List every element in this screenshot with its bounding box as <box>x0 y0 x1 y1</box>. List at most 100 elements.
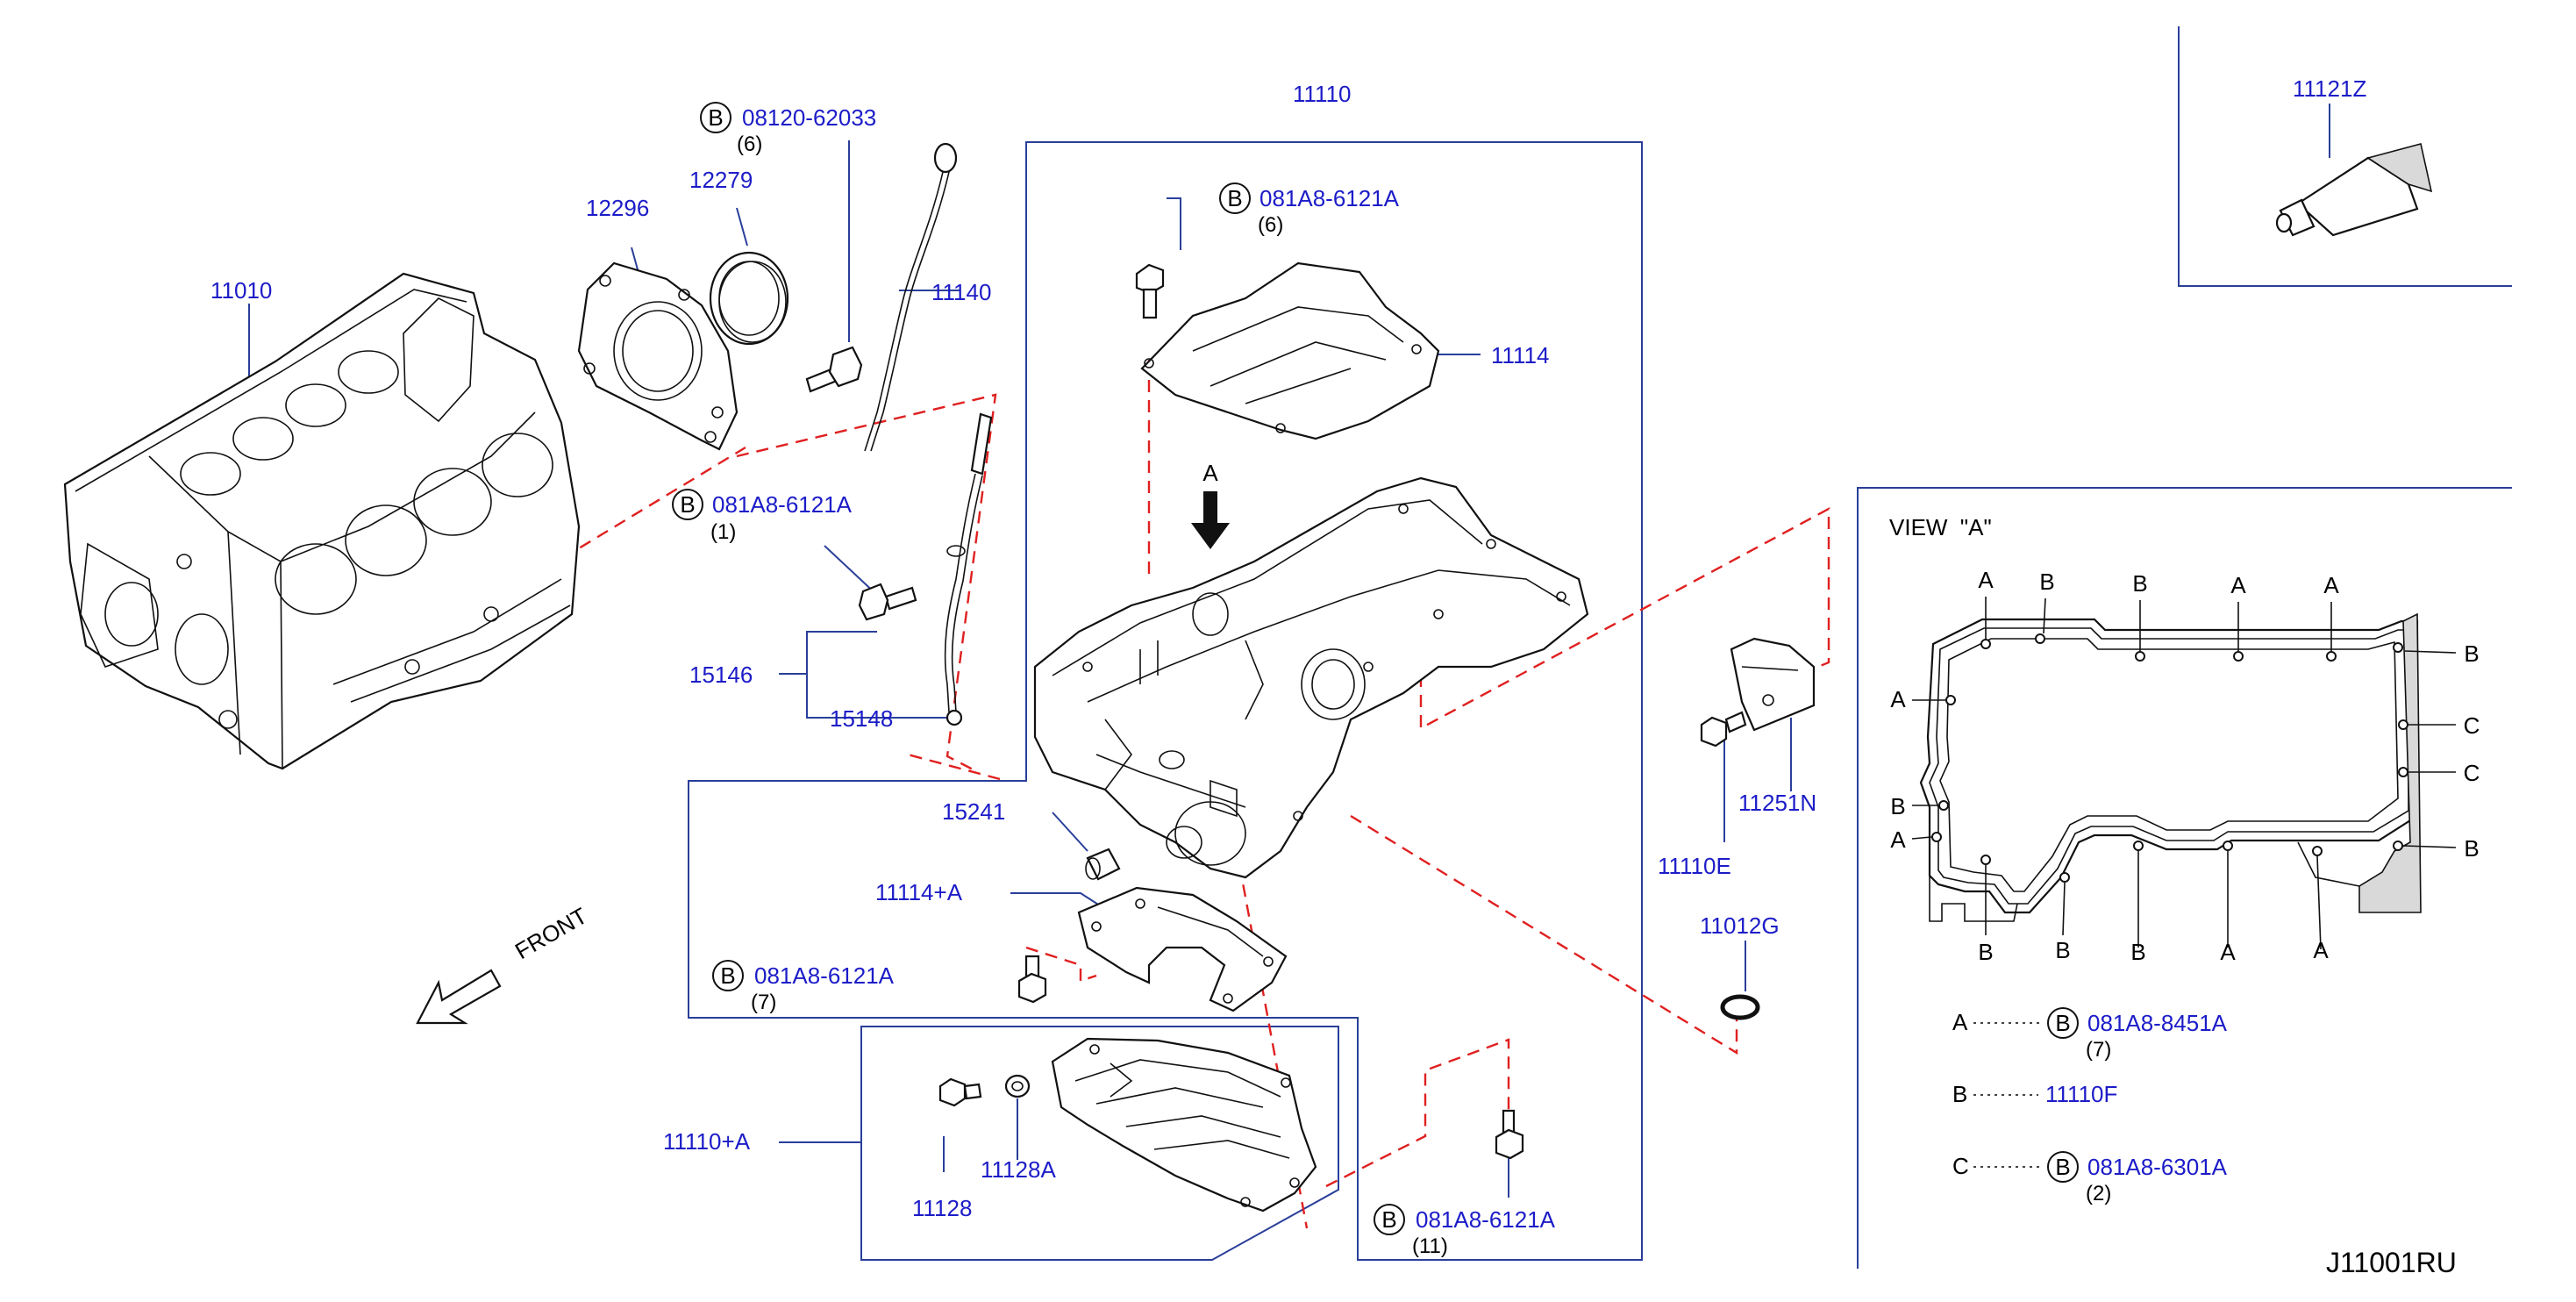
bolt-081A8-11-illustration <box>1495 1109 1524 1160</box>
bolt-symbol-label: B <box>1227 185 1242 211</box>
bolt-callout-081A8-11: B 081A8-6121A (11) <box>1374 1204 1556 1258</box>
label-15148[interactable]: 15148 <box>830 705 893 732</box>
view-a-legend-row-b: B 11110F <box>1952 1081 2117 1107</box>
bolt-callout-08120: B 08120-62033 (6) <box>700 102 876 156</box>
legend-qty-c: (2) <box>2086 1182 2111 1205</box>
view-a-border <box>1857 487 2512 1269</box>
qty-081A8-top: (6) <box>1258 213 1283 237</box>
bolt-symbol-label: B <box>720 962 735 989</box>
label-11128[interactable]: 11128 <box>912 1195 972 1221</box>
bolt-symbol-label: B <box>680 491 695 518</box>
qty-081A8-1: (1) <box>710 520 736 544</box>
label-11114[interactable]: 11114 <box>1491 342 1550 368</box>
bolt-symbol-icon <box>2047 1151 2079 1183</box>
bolt-081A8-1-illustration <box>858 583 917 621</box>
bolt-symbol-label: B <box>2055 1010 2070 1036</box>
view-a-point-label: A <box>2323 572 2339 598</box>
label-15241[interactable]: 15241 <box>942 798 1005 825</box>
oil-gauge-guide-illustration <box>944 412 993 726</box>
view-a-arrow: A <box>1191 460 1230 549</box>
front-label: FRONT <box>510 902 592 964</box>
strainer-illustration <box>1730 637 1816 732</box>
view-a-point-label: A <box>1890 826 1906 853</box>
view-a-point-label: C <box>2464 760 2480 786</box>
view-a-point-label: A <box>2230 572 2246 598</box>
bolt-11110E-illustration <box>1700 711 1747 748</box>
view-a-point-label: A <box>1890 686 1906 712</box>
label-081A8-6121A-1[interactable]: 081A8-6121A <box>712 491 853 518</box>
legend-key: C <box>1952 1153 1969 1179</box>
label-15146[interactable]: 15146 <box>689 662 753 688</box>
lower-pan-box <box>860 1026 1339 1261</box>
bolt-symbol-icon <box>1374 1204 1405 1235</box>
bolt-symbol-label: B <box>708 104 723 131</box>
label-081A8-6121A-11[interactable]: 081A8-6121A <box>1416 1206 1556 1233</box>
bolt-081A8-7-illustration <box>1017 955 1047 1004</box>
baffle-plate-illustration <box>1140 261 1440 440</box>
label-12279[interactable]: 12279 <box>689 167 753 193</box>
seal-plate-illustration <box>1077 886 1288 1012</box>
legend-part-b[interactable]: 11110F <box>2045 1081 2117 1107</box>
leader-lines <box>248 104 2330 1198</box>
bolt-symbol-label: B <box>1381 1206 1396 1233</box>
bolt-08120-illustration <box>805 346 863 393</box>
label-12296[interactable]: 12296 <box>586 195 649 221</box>
bolt-symbol-icon <box>672 489 703 520</box>
view-a-point-label: B <box>2464 835 2479 862</box>
label-081A8-6121A-7[interactable]: 081A8-6121A <box>754 962 895 989</box>
legend-key: A <box>1952 1009 1968 1035</box>
view-a-legend-row-c: C B 081A8-6301A (2) <box>1952 1151 2228 1205</box>
label-11128A[interactable]: 11128A <box>981 1156 1056 1183</box>
label-11110-A[interactable]: 11110+A <box>663 1128 751 1155</box>
bolt-081A8-top-illustration <box>1135 263 1165 319</box>
qty-081A8-7: (7) <box>751 991 776 1014</box>
bolt-callout-081A8-7: B 081A8-6121A (7) <box>712 960 895 1014</box>
legend-key: B <box>1952 1081 1967 1107</box>
drain-washer-illustration <box>1004 1074 1031 1098</box>
bolt-symbol-icon <box>2047 1007 2079 1039</box>
view-a-gasket-illustration <box>1919 612 2422 922</box>
legend-part-c[interactable]: 081A8-6301A <box>2087 1154 2228 1180</box>
view-a-point-label: B <box>2039 569 2054 595</box>
label-08120-62033[interactable]: 08120-62033 <box>742 104 876 131</box>
label-11140[interactable]: 11140 <box>931 279 991 305</box>
upper-oil-pan-illustration <box>1033 476 1589 879</box>
front-direction-indicator: FRONT <box>416 902 592 1025</box>
legend-qty-a: (7) <box>2086 1038 2111 1062</box>
bolt-symbol-icon <box>1219 182 1251 214</box>
bolt-callout-081A8-top: B 081A8-6121A (6) <box>1219 182 1400 237</box>
view-a-panel: VIEW "A" A B B A A B A C C B A B B B B A… <box>1889 514 2480 1205</box>
view-a-point-label: B <box>1890 793 1905 819</box>
label-081A8-6121A-top[interactable]: 081A8-6121A <box>1259 185 1400 211</box>
drain-plug-illustration <box>938 1077 982 1107</box>
qty-08120: (6) <box>737 132 762 156</box>
view-a-point-label: A <box>1978 567 1994 593</box>
view-a-point-label: B <box>2055 937 2070 963</box>
sealant-box-border <box>2178 26 2512 287</box>
label-11110[interactable]: 11110 <box>1293 81 1352 107</box>
qty-081A8-11: (11) <box>1412 1234 1448 1258</box>
view-a-legend-row-a: A B 081A8-8451A (7) <box>1952 1007 2228 1062</box>
view-a-hole-markers <box>1931 633 2408 883</box>
diagram-code: J11001RU <box>2326 1247 2457 1278</box>
oil-level-gauge-illustration <box>864 142 958 452</box>
label-11251N[interactable]: 11251N <box>1738 790 1816 816</box>
view-a-point-label: B <box>2130 939 2145 965</box>
plug-15241-illustration <box>1085 848 1121 881</box>
rear-oil-seal-retainer-illustration <box>577 261 739 451</box>
label-11110E[interactable]: 11110E <box>1658 853 1731 879</box>
view-a-point-label: C <box>2464 712 2480 739</box>
view-a-point-label: B <box>2132 570 2147 597</box>
legend-part-a[interactable]: 081A8-8451A <box>2087 1010 2228 1036</box>
bolt-symbol-icon <box>712 960 744 991</box>
label-11012G[interactable]: 11012G <box>1700 912 1780 939</box>
label-11114-A[interactable]: 11114+A <box>875 879 963 905</box>
view-a-point-label: A <box>2313 937 2329 963</box>
label-11121Z[interactable]: 11121Z <box>2293 75 2366 102</box>
lower-oil-pan-illustration <box>1051 1037 1317 1213</box>
bolt-symbol-icon <box>700 102 731 133</box>
view-a-point-label: A <box>2220 939 2236 965</box>
label-11010[interactable]: 11010 <box>211 277 272 304</box>
